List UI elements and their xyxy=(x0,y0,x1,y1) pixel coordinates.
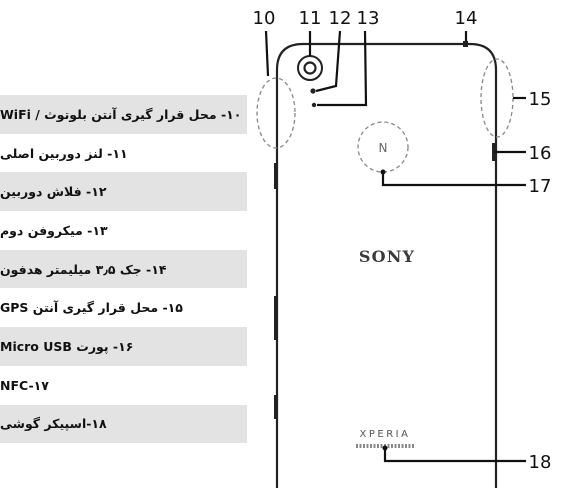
leader-lines xyxy=(264,30,526,463)
legend-item: ۱۰- محل قرار گیری آنتن بلوتوث / WiFi xyxy=(0,95,247,134)
bluetooth-wifi-antenna-area xyxy=(256,77,296,149)
callout-13: 13 xyxy=(357,8,380,29)
side-button xyxy=(274,395,277,419)
callout-12: 12 xyxy=(329,8,352,29)
callout-18: 18 xyxy=(529,452,552,473)
legend-item: ۱۶- پورت Micro USB xyxy=(0,327,247,366)
legend-item: ۱۱- لنز دوربین اصلی xyxy=(0,145,128,161)
headphone-jack xyxy=(463,41,468,47)
camera-flash xyxy=(310,88,316,94)
callout-14: 14 xyxy=(455,8,478,29)
side-button xyxy=(274,296,277,340)
side-button xyxy=(274,163,277,189)
callout-10: 10 xyxy=(253,8,276,29)
nfc-icon: N xyxy=(379,141,388,155)
legend-item: ۱۳- میکروفن دوم xyxy=(0,222,108,238)
legend-item: ۱۵- محل قرار گیری آنتن GPS xyxy=(0,300,183,316)
legend-list: ۱۰- محل قرار گیری آنتن بلوتوث / WiFi ۱۱-… xyxy=(0,95,247,444)
phone-body xyxy=(275,42,498,488)
callout-11: 11 xyxy=(299,8,322,29)
nfc-area xyxy=(357,121,409,173)
xperia-logo: XPERIA xyxy=(360,429,411,440)
legend-item: NFC-۱۷ xyxy=(0,377,49,393)
legend-item: ۱۸-اسپیکر گوشی xyxy=(0,404,247,444)
callout-16: 16 xyxy=(529,143,552,164)
legend-item: ۱۲- فلاش دوربین xyxy=(0,172,247,212)
secondary-microphone xyxy=(311,102,317,108)
camera-lens-inner xyxy=(303,61,317,75)
legend-item: ۱۴- جک ۳٫۵ میلیمتر هدفون xyxy=(0,249,247,289)
callout-17: 17 xyxy=(529,176,552,197)
sony-logo: SONY xyxy=(359,247,415,266)
callout-15: 15 xyxy=(529,89,552,110)
